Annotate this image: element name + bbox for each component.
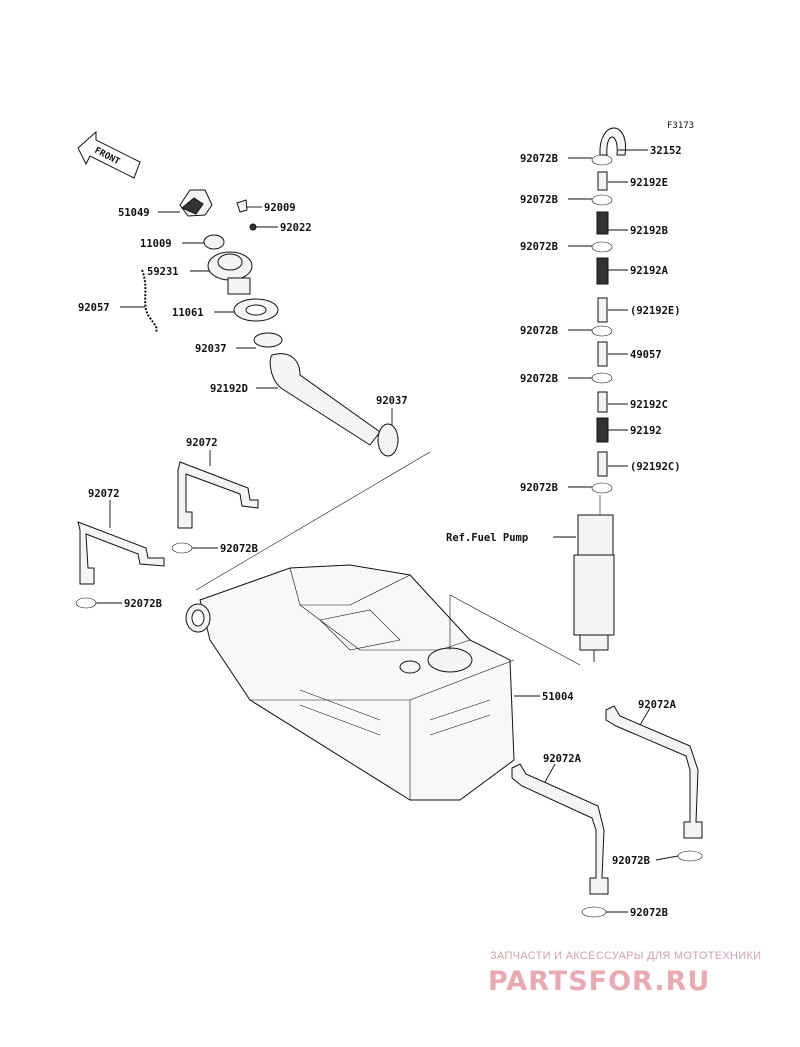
callout-92009: 92009	[264, 202, 296, 214]
clamp-4	[591, 325, 613, 337]
right-leaders	[553, 149, 648, 538]
right-straps	[511, 705, 703, 918]
callout-92192B: 92192B	[630, 225, 668, 237]
joint-49057	[597, 341, 608, 367]
watermark-tagline: ЗАПЧАСТИ И АКСЕССУАРЫ ДЛЯ МОТОТЕХНИКИ	[490, 950, 762, 962]
callout-92192E: 92192E	[630, 177, 668, 189]
top-left-leaders	[120, 206, 393, 425]
clamp-3	[591, 241, 613, 253]
bolt-92009	[236, 199, 248, 213]
callout-92072B-3: 92072B	[520, 241, 558, 253]
tank-pump-port	[427, 647, 473, 673]
clamp-92072B-7	[171, 542, 193, 554]
strap-92057	[141, 269, 158, 333]
callout-92057: 92057	[78, 302, 110, 314]
callout-92072A-a: 92072A	[638, 699, 677, 711]
hose-32152	[599, 127, 626, 156]
callout-51049: 51049	[118, 207, 150, 219]
pipe-92192E	[597, 171, 608, 191]
callout-92072B-2: 92072B	[520, 194, 558, 206]
oring-11009	[203, 234, 225, 250]
callout-92072B-5: 92072B	[520, 373, 558, 385]
callout-92072B-8: 92072B	[124, 598, 162, 610]
callout-92192E-ref: (92192E)	[630, 305, 681, 317]
hose-stack	[573, 127, 626, 662]
callout-92072B-10: 92072B	[630, 907, 668, 919]
callout-59231: 59231	[147, 266, 179, 278]
fuel-tank-51004	[185, 564, 515, 801]
callout-92072B-6: 92072B	[520, 482, 558, 494]
clamp-92037-a	[253, 332, 283, 348]
clamp-92072B-9	[677, 850, 703, 862]
strap-92072A-b	[511, 763, 609, 895]
right-strap-leaders	[544, 707, 679, 913]
callout-11061: 11061	[172, 307, 204, 319]
callout-51004: 51004	[542, 691, 574, 703]
callout-92072-b: 92072	[88, 488, 120, 500]
spring-92192	[596, 417, 609, 443]
callout-92192D: 92192D	[210, 383, 248, 395]
callout-92072B-4: 92072B	[520, 325, 558, 337]
clamp-92072B-10	[581, 906, 607, 918]
left-straps	[75, 461, 259, 609]
pipe-92192C	[597, 391, 608, 413]
callout-92072-a: 92072	[186, 437, 218, 449]
clamp-2	[591, 194, 613, 206]
callout-92072A-b: 92072A	[543, 753, 582, 765]
clamp-6	[591, 482, 613, 494]
callout-32152: 32152	[650, 145, 682, 157]
callout-11009: 11009	[140, 238, 172, 250]
callout-92192: 92192	[630, 425, 662, 437]
clamp-92072B-8	[75, 597, 97, 609]
clamp-5	[591, 372, 613, 384]
fuel-pump	[573, 495, 615, 662]
callout-92192A: 92192A	[630, 265, 669, 277]
callout-92022: 92022	[280, 222, 312, 234]
pipe-92192C-ref	[597, 451, 608, 477]
ref-fuel-pump-label: Ref.Fuel Pump	[446, 532, 528, 544]
front-arrow-icon: FRONT	[77, 130, 141, 179]
spring-92192B	[596, 211, 609, 235]
tank-vent	[399, 660, 421, 674]
callout-92192C-ref: (92192C)	[630, 461, 681, 473]
strap-92072A-a	[605, 705, 703, 839]
callout-49057: 49057	[630, 349, 662, 361]
pipe-92192E-ref	[597, 297, 608, 323]
callout-92072B-7: 92072B	[220, 543, 258, 555]
callout-92072B-1: 92072B	[520, 153, 558, 165]
hose-92192D	[269, 353, 381, 446]
watermark-logo: PARTSFOR.RU	[488, 966, 711, 997]
filler-group	[141, 189, 399, 457]
figure-id: F3173	[667, 121, 694, 131]
clamp-1	[591, 154, 613, 166]
clamp-92037-b	[377, 423, 399, 457]
callout-92037-b: 92037	[376, 395, 408, 407]
pump-ref-line-2	[449, 594, 581, 666]
strap-92072-a	[177, 461, 259, 529]
washer-92022	[249, 223, 257, 231]
callout-92037-a: 92037	[195, 343, 227, 355]
spring-92192A	[596, 257, 609, 285]
hose-to-tank-line	[195, 451, 431, 591]
strap-92072-b	[77, 521, 165, 585]
callout-92072B-9: 92072B	[612, 855, 650, 867]
callout-92192C: 92192C	[630, 399, 668, 411]
left-strap-leaders	[96, 450, 218, 604]
